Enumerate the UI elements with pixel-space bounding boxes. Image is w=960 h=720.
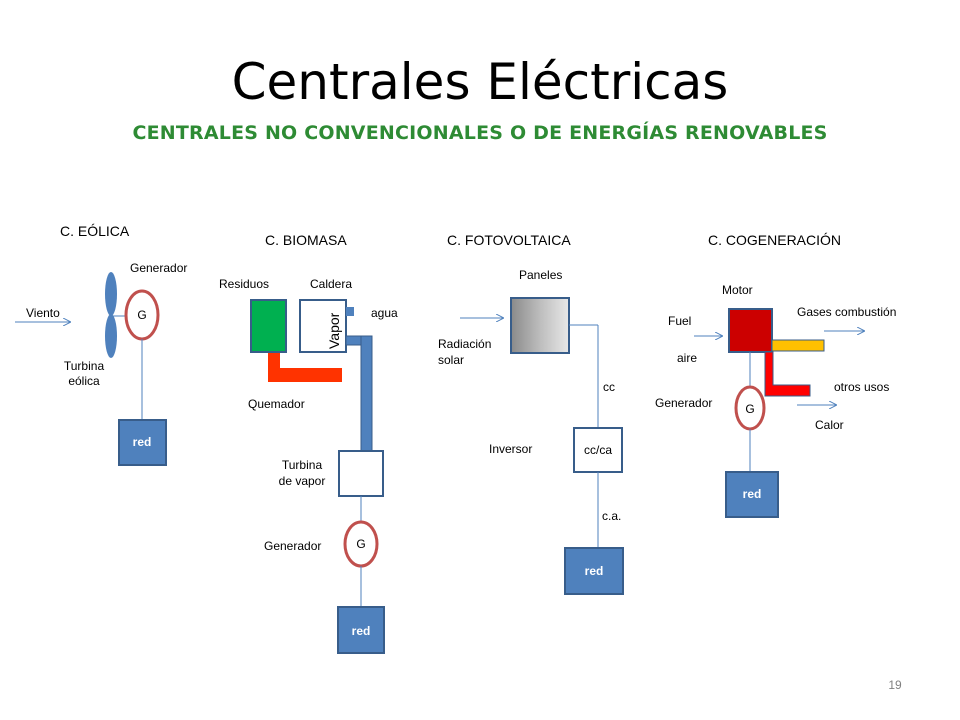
eolica-section: C. EÓLICA Generador Viento G Turbina eól… xyxy=(15,223,187,466)
generador-label: Generador xyxy=(130,261,187,275)
panel-box xyxy=(510,297,570,354)
red-label: red xyxy=(133,435,152,449)
red-label: red xyxy=(585,564,604,578)
turbina-label-2: de vapor xyxy=(279,474,326,488)
caldera-label: Caldera xyxy=(310,277,352,291)
g-label: G xyxy=(745,402,754,416)
grid-box xyxy=(564,547,624,595)
fotovoltaica-section: C. FOTOVOLTAICA Paneles Radiación solar … xyxy=(438,232,624,595)
otros-usos-label: otros usos xyxy=(834,380,889,394)
wind-turbine-blade-bottom xyxy=(105,314,117,358)
inversor-box xyxy=(573,427,623,473)
g-label: G xyxy=(137,308,146,322)
paneles-label: Paneles xyxy=(519,268,562,282)
residuos-box xyxy=(250,299,287,353)
page-number: 19 xyxy=(888,678,902,692)
aire-label: aire xyxy=(677,351,697,365)
radiacion-label-2: solar xyxy=(438,353,464,367)
turbina-label-1: Turbina xyxy=(282,458,323,472)
biomasa-heading: C. BIOMASA xyxy=(265,232,347,248)
cogeneracion-section: C. COGENERACIÓN Motor Fuel Gases combust… xyxy=(655,232,896,518)
calor-label: Calor xyxy=(815,418,844,432)
caldera-box xyxy=(299,299,347,353)
slide-title: Centrales Eléctricas xyxy=(231,53,729,111)
grid-box xyxy=(337,606,385,654)
motor-label: Motor xyxy=(722,283,753,297)
vapor-label: Vapor xyxy=(326,312,342,349)
g-label: G xyxy=(356,537,365,551)
biomasa-section: C. BIOMASA Residuos Caldera agua Vapor Q… xyxy=(219,232,398,654)
grid-box xyxy=(118,419,167,466)
viento-label: Viento xyxy=(26,306,60,320)
water-inlet xyxy=(346,307,354,316)
quemador-shape xyxy=(268,353,342,382)
turbina-vapor-box xyxy=(338,450,384,497)
slide-subtitle: CENTRALES NO CONVENCIONALES O DE ENERGÍA… xyxy=(132,122,828,144)
red-label: red xyxy=(352,624,371,638)
turbina-label-1: Turbina xyxy=(64,359,105,373)
eolica-heading: C. EÓLICA xyxy=(60,223,130,239)
cogeneracion-heading: C. COGENERACIÓN xyxy=(708,232,841,248)
motor-box xyxy=(728,308,773,353)
wind-turbine-blade-top xyxy=(105,272,117,316)
residuos-label: Residuos xyxy=(219,277,269,291)
inversor-label: Inversor xyxy=(489,442,532,456)
cc-ca-label: cc/ca xyxy=(584,443,612,457)
ca-label: c.a. xyxy=(602,509,621,523)
gases-label: Gases combustión xyxy=(797,305,896,319)
generador-label: Generador xyxy=(264,539,321,553)
agua-label: agua xyxy=(371,306,398,320)
grid-box xyxy=(725,471,779,518)
radiacion-label-1: Radiación xyxy=(438,337,491,351)
cc-label: cc xyxy=(603,380,615,394)
quemador-label: Quemador xyxy=(248,397,305,411)
heat-pipe xyxy=(764,351,811,397)
fuel-label: Fuel xyxy=(668,314,691,328)
steam-pipe-vertical xyxy=(360,335,373,452)
exhaust-pipe xyxy=(771,339,825,352)
red-label: red xyxy=(743,487,762,501)
fotovoltaica-heading: C. FOTOVOLTAICA xyxy=(447,232,571,248)
turbina-label-2: eólica xyxy=(68,374,100,388)
generador-label: Generador xyxy=(655,396,712,410)
